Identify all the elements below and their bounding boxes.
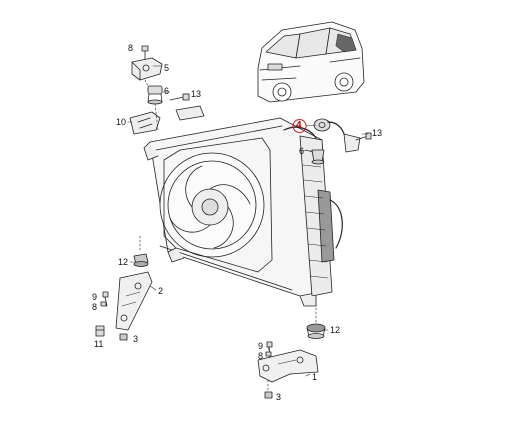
callout-12-right: 12 [330,325,341,335]
callout-8-top: 8 [128,43,134,53]
bolt-8-right [265,351,272,357]
nut-11 [95,325,105,337]
callout-9-left: 9 [92,292,98,302]
bracket-5 [131,57,163,81]
callout-1: 1 [312,372,318,382]
bracket-1 [257,349,319,383]
callout-6-right: 6 [299,146,305,156]
callout-2: 2 [158,286,164,296]
callout-leaders [127,65,369,377]
bolt-8-left [100,301,107,307]
callout-5: 5 [164,63,170,73]
bracket-2 [115,271,153,331]
clip-10 [129,111,161,135]
callout-11: 11 [94,339,104,349]
radiator-assembly [143,105,343,307]
rubber-mount-12-left [133,253,149,267]
screw-13-left [169,93,190,101]
car-illustration [257,21,365,103]
callout-4: 4 [296,120,302,131]
callout-8-left: 8 [92,302,98,312]
rubber-mount-6-right [311,149,325,165]
screw-13-right [355,132,372,141]
callout-12-left: 12 [118,257,129,267]
rubber-mount-12-right [306,323,326,339]
rubber-mount-6-left [147,85,163,105]
sensor-bracket-4 [313,118,361,153]
callout-3-left: 3 [133,334,139,344]
callout-9-right: 9 [258,341,264,351]
callout-3-right: 3 [276,392,282,402]
nut-3-left [119,333,128,341]
callout-13-left: 13 [191,89,202,99]
callout-6-left: 6 [164,86,170,96]
callout-8-right: 8 [258,351,264,361]
bolt-9-left [102,291,109,307]
callout-13-right: 13 [372,128,383,138]
nut-3-right [264,391,273,399]
callout-10: 10 [116,117,127,127]
